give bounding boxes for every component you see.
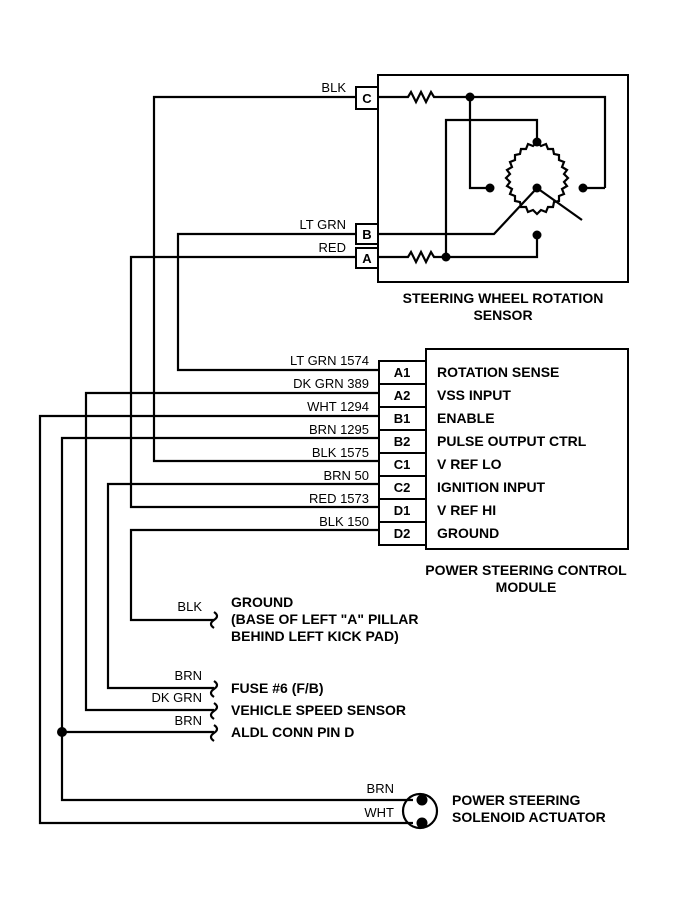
sensor-title-line1: STEERING WHEEL ROTATION (403, 290, 604, 306)
wire-brn-1295 (60, 436, 413, 802)
ground-location-line1: GROUND (231, 594, 293, 610)
aldl-label: ALDL CONN PIN D (231, 724, 354, 740)
actuator-title-line1: POWER STEERING (452, 792, 580, 808)
module-function-a2: VSS INPUT (437, 387, 511, 403)
wire-label-a2: DK GRN 389 (293, 376, 369, 391)
module-function-d2: GROUND (437, 525, 499, 541)
module-pin-b2: B2 (394, 434, 411, 449)
fuse-label: FUSE #6 (F/B) (231, 680, 324, 696)
wire-dkgrn-389 (84, 391, 379, 712)
sensor-pin-a-label: A (362, 251, 372, 266)
wire-label-b2: BRN 1295 (309, 422, 369, 437)
sensor-internal-circuit (378, 89, 607, 265)
module-pin-a2: A2 (394, 388, 411, 403)
wire-label-blk-sensor: BLK (321, 80, 346, 95)
control-module: A1 A2 B1 B2 C1 C2 D1 D2 ROTATION SENSE V… (378, 348, 629, 595)
wire-label-d1: RED 1573 (309, 491, 369, 506)
rotation-sensor: C B A STEERING WHEEL ROTATION SENSOR (355, 74, 629, 323)
module-housing (425, 348, 629, 550)
wire-label-d2: BLK 150 (319, 514, 369, 529)
module-pin-c1: C1 (394, 457, 411, 472)
actuator-wire-wht: WHT (364, 805, 394, 820)
sensor-pin-b-label: B (362, 227, 371, 242)
wire-paths (38, 95, 413, 825)
module-pin-block (378, 360, 427, 546)
actuator-wire-brn: BRN (367, 781, 394, 796)
module-function-b1: ENABLE (437, 410, 495, 426)
module-pin-a1: A1 (394, 365, 411, 380)
wire-blk-1575 (152, 95, 379, 463)
module-function-c1: V REF LO (437, 456, 502, 472)
wire-blk-150 (129, 528, 379, 622)
sensor-housing (377, 74, 629, 283)
wire-label-red-sensor: RED (319, 240, 346, 255)
fuse-wire-label: BRN (175, 668, 202, 683)
wire-red-1573 (129, 255, 379, 509)
ground-location-line3: BEHIND LEFT KICK PAD) (231, 628, 399, 644)
wire-label-ltgrn-sensor: LT GRN (300, 217, 346, 232)
vss-label: VEHICLE SPEED SENSOR (231, 702, 406, 718)
actuator-title-line2: SOLENOID ACTUATOR (452, 809, 606, 825)
module-pin-b1: B1 (394, 411, 411, 426)
ground-wire-label: BLK (177, 599, 202, 614)
module-pin-c2: C2 (394, 480, 411, 495)
wire-brn-50 (106, 482, 379, 690)
module-function-a1: ROTATION SENSE (437, 364, 559, 380)
module-title-line2: MODULE (496, 579, 557, 595)
wire-wht-1294 (38, 414, 413, 825)
module-function-c2: IGNITION INPUT (437, 479, 546, 495)
sensor-pot-ring (504, 140, 570, 216)
module-pin-d1: D1 (394, 503, 411, 518)
sensor-pin-c-label: C (362, 91, 372, 106)
wire-label-c1: BLK 1575 (312, 445, 369, 460)
aldl-wire-label: BRN (175, 713, 202, 728)
wire-ltgrn-1574 (176, 232, 379, 372)
module-function-d1: V REF HI (437, 502, 496, 518)
ground-location-line2: (BASE OF LEFT "A" PILLAR (231, 611, 419, 627)
module-pin-d2: D2 (394, 526, 411, 541)
remote-connections: BLK BRN DK GRN BRN GROUND (BASE OF LEFT … (151, 594, 419, 742)
module-title-line1: POWER STEERING CONTROL (425, 562, 627, 578)
wire-label-a1: LT GRN 1574 (290, 353, 369, 368)
wire-label-b1: WHT 1294 (307, 399, 369, 414)
solenoid-actuator: BRN WHT POWER STEERING SOLENOID ACTUATOR (364, 781, 606, 830)
sensor-title-line2: SENSOR (473, 307, 532, 323)
splice-node-brn (57, 727, 67, 737)
wire-label-c2: BRN 50 (323, 468, 369, 483)
vss-wire-label: DK GRN (151, 690, 202, 705)
module-function-b2: PULSE OUTPUT CTRL (437, 433, 587, 449)
